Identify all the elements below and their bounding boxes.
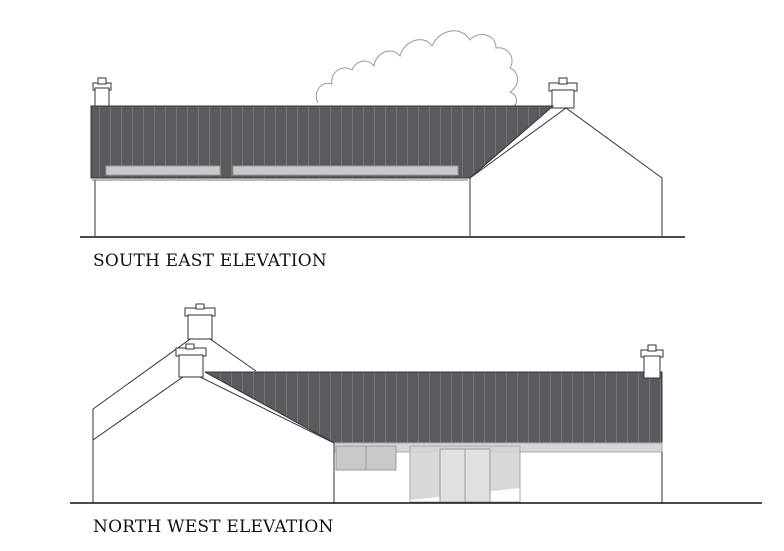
- chimney-front: [175, 343, 207, 378]
- south-east-elevation: [80, 30, 685, 238]
- wall-north-west: [333, 443, 663, 503]
- chimney-left: [92, 77, 112, 109]
- gable-end: [469, 107, 663, 236]
- chimney-right: [548, 77, 578, 109]
- glazing-north-west: [333, 442, 663, 503]
- chimney-rear: [184, 303, 216, 340]
- clerestory-glazing: [92, 165, 468, 181]
- main-wall: [94, 178, 471, 236]
- south-east-elevation-title: SOUTH EAST ELEVATION: [93, 251, 327, 271]
- north-west-elevation: [70, 303, 762, 504]
- tree-outline: [315, 30, 518, 109]
- chimney-end: [640, 344, 664, 379]
- north-west-elevation-title: NORTH WEST ELEVATION: [93, 517, 334, 537]
